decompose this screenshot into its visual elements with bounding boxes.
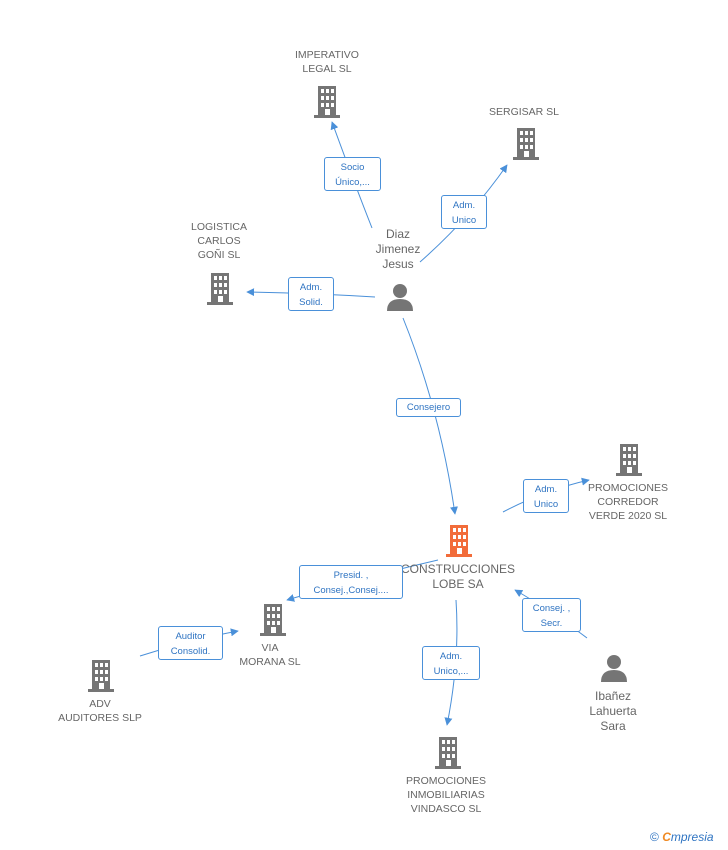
node-label-ibanez[interactable]: Ibañez Lahuerta Sara [589,689,637,733]
edge-label-consejero[interactable]: Consejero [396,398,461,417]
empresia-logo-e: C [662,830,671,844]
building-icon[interactable] [86,658,116,692]
building-icon[interactable] [312,84,342,118]
building-icon[interactable] [205,271,235,305]
node-label-imperativo[interactable]: IMPERATIVO LEGAL SL [295,49,359,75]
node-label-promo-vindasco[interactable]: PROMOCIONES INMOBILIARIAS VINDASCO SL [406,775,486,815]
edge-label-auditor[interactable]: Auditor Consolid. [158,626,223,660]
empresia-logo-text: mpresia [670,830,714,844]
person-icon[interactable] [599,653,629,683]
edge-label-adm-unico-sergisar[interactable]: Adm. Unico [441,195,487,229]
node-label-construcciones[interactable]: CONSTRUCCIONES LOBE SA [400,562,515,591]
building-icon[interactable] [258,602,288,636]
copyright-symbol: © [650,830,659,844]
building-icon[interactable] [511,126,541,160]
building-icon[interactable] [433,735,463,769]
edge-label-consej-secr[interactable]: Consej. , Secr. [522,598,581,632]
edge-label-adm-solid[interactable]: Adm. Solid. [288,277,334,311]
edge-label-socio-unico[interactable]: Socio Único,... [324,157,381,191]
node-label-adv[interactable]: ADV AUDITORES SLP [58,698,142,724]
edge-label-presid[interactable]: Presid. , Consej.,Consej.... [299,565,403,599]
node-label-logistica[interactable]: LOGISTICA CARLOS GOÑI SL [190,221,247,261]
node-label-diaz[interactable]: Diaz Jimenez Jesus [375,227,421,271]
node-label-promo-corredor[interactable]: PROMOCIONES CORREDOR VERDE 2020 SL [588,482,668,522]
focus-building-icon[interactable] [444,523,474,557]
person-icon[interactable] [385,282,415,312]
node-label-via-morana[interactable]: VIA MORANA SL [239,642,301,668]
edge-label-adm-unico-vindasco[interactable]: Adm. Unico,... [422,646,480,680]
edge-label-adm-unico-corredor[interactable]: Adm. Unico [523,479,569,513]
empresia-watermark[interactable]: © Cmpresia [650,830,714,844]
building-icon[interactable] [614,442,644,476]
node-label-sergisar[interactable]: SERGISAR SL [488,106,560,118]
